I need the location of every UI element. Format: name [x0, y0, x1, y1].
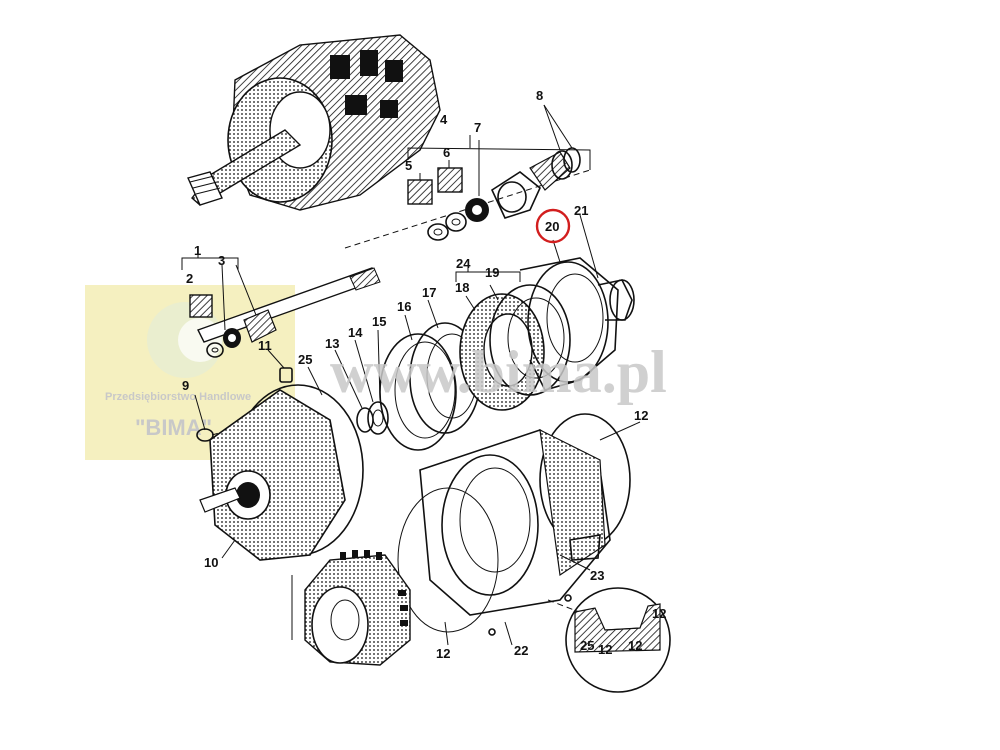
highlight-ring — [535, 208, 571, 244]
ring-gear — [291, 550, 411, 666]
watermark-url: www.bima.pl — [330, 339, 667, 405]
callout-detail-12a: 12 — [598, 642, 612, 657]
planetary-carrier-assembly — [187, 34, 441, 211]
callout-20: 20 — [545, 219, 559, 234]
callout-3: 3 — [218, 253, 225, 268]
callout-19: 19 — [485, 265, 499, 280]
watermark-company-name: "BIMA" — [135, 415, 212, 440]
housing-10 — [199, 366, 364, 561]
callout-15: 15 — [372, 314, 386, 329]
callout-24: 24 — [456, 256, 471, 271]
callout-2: 2 — [186, 271, 193, 286]
callout-10: 10 — [204, 555, 218, 570]
callout-4: 4 — [440, 112, 448, 127]
callout-9: 9 — [182, 378, 189, 393]
callout-14: 14 — [348, 325, 363, 340]
callout-7: 7 — [474, 120, 481, 135]
callout-23: 23 — [590, 568, 604, 583]
seal-icon — [407, 179, 433, 205]
upper-shaft-parts — [407, 104, 581, 241]
callout-8: 8 — [536, 88, 543, 103]
callout-12-inset: 12 — [652, 606, 666, 621]
callout-12-bottom: 12 — [436, 646, 450, 661]
callout-detail-25: 25 — [580, 638, 594, 653]
callout-11: 11 — [258, 338, 272, 353]
callout-12-right: 12 — [634, 408, 648, 423]
callout-5: 5 — [405, 158, 412, 173]
seal-icon — [189, 294, 213, 318]
watermark-company-line: Przedsiębiorstwo Handlowe — [105, 391, 251, 403]
callout-16: 16 — [397, 299, 411, 314]
callout-22: 22 — [514, 643, 528, 658]
callout-25: 25 — [298, 352, 312, 367]
seal-icon — [437, 167, 463, 193]
main-housing-12 — [397, 413, 641, 646]
detail-inset — [565, 587, 671, 693]
callout-21: 21 — [574, 203, 588, 218]
callout-1: 1 — [194, 243, 201, 258]
callout-18: 18 — [455, 280, 469, 295]
callout-labels: 1 2 3 4 5 6 7 8 9 10 11 12 12 12 13 14 1… — [182, 88, 666, 661]
clutch-hub-20 — [519, 214, 635, 391]
input-shaft-group-1 — [181, 250, 381, 358]
callout-6: 6 — [443, 145, 450, 160]
callout-detail-12b: 12 — [628, 638, 642, 653]
friction-discs-18-19 — [455, 264, 571, 411]
callout-17: 17 — [422, 285, 436, 300]
callout-13: 13 — [325, 336, 339, 351]
